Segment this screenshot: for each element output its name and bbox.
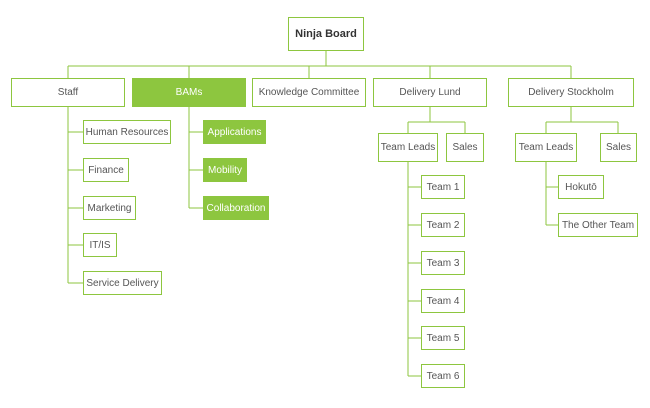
node-team-4[interactable]: Team 4 <box>421 289 465 313</box>
node-team-2[interactable]: Team 2 <box>421 213 465 237</box>
node-stockholm-sales[interactable]: Sales <box>600 133 637 162</box>
node-team-5[interactable]: Team 5 <box>421 326 465 350</box>
node-marketing[interactable]: Marketing <box>83 196 136 220</box>
node-hokuto[interactable]: Hokutō <box>558 175 604 199</box>
node-the-other-team[interactable]: The Other Team <box>558 213 638 237</box>
node-finance[interactable]: Finance <box>83 158 129 182</box>
node-stockholm-team-leads[interactable]: Team Leads <box>515 133 577 162</box>
node-mobility[interactable]: Mobility <box>203 158 247 182</box>
node-team-1[interactable]: Team 1 <box>421 175 465 199</box>
node-team-6[interactable]: Team 6 <box>421 364 465 388</box>
node-team-3[interactable]: Team 3 <box>421 251 465 275</box>
node-service-delivery[interactable]: Service Delivery <box>83 271 162 295</box>
node-staff[interactable]: Staff <box>11 78 125 107</box>
node-knowledge-committee[interactable]: Knowledge Committee <box>252 78 366 107</box>
node-bams[interactable]: BAMs <box>132 78 246 107</box>
node-human-resources[interactable]: Human Resources <box>83 120 171 144</box>
node-delivery-stockholm[interactable]: Delivery Stockholm <box>508 78 634 107</box>
node-applications[interactable]: Applications <box>203 120 266 144</box>
node-lund-sales[interactable]: Sales <box>446 133 484 162</box>
node-it-is[interactable]: IT/IS <box>83 233 117 257</box>
node-lund-team-leads[interactable]: Team Leads <box>378 133 438 162</box>
node-ninja-board[interactable]: Ninja Board <box>288 17 364 51</box>
node-collaboration[interactable]: Collaboration <box>203 196 269 220</box>
node-delivery-lund[interactable]: Delivery Lund <box>373 78 487 107</box>
